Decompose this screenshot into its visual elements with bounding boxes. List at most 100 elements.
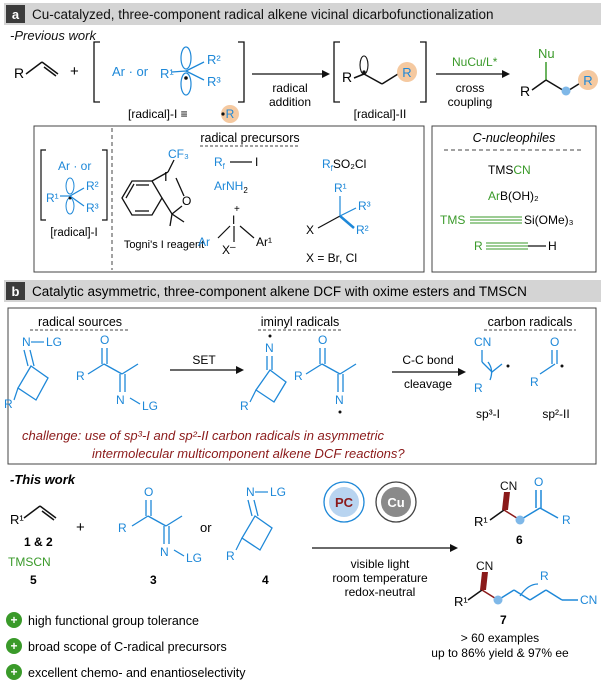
cleavage-bottom: cleavage <box>404 377 452 391</box>
nucleophiles-box <box>431 125 597 273</box>
togni-structure <box>121 159 185 227</box>
p6-dot <box>515 515 525 525</box>
iodonium-x: X <box>222 243 230 257</box>
iodonium-ar1: Ar¹ <box>256 235 272 249</box>
challenge-line1: challenge: use of sp³-I and sp²-II carbo… <box>22 428 384 443</box>
p6-r1: R¹ <box>474 514 488 529</box>
p7-ring-arc <box>519 583 539 597</box>
section-b-title: Catalytic asymmetric, three-component al… <box>32 284 527 299</box>
precursors-title: radical precursors <box>200 131 299 145</box>
feature-3: excellent chemo- and enantioselectivity <box>28 666 246 680</box>
src2-o: O <box>100 333 109 347</box>
c4-r-bond <box>235 537 243 551</box>
iodonium-ar: Ar <box>198 235 210 249</box>
togni-i: I <box>164 169 168 184</box>
nucu-label: NuCu/L* <box>452 55 498 69</box>
imin2-dot <box>338 410 342 414</box>
alkene-bonds <box>25 61 59 77</box>
p7-r: R <box>540 569 549 583</box>
tw-cmpd-12: 1 & 2 <box>24 535 53 549</box>
imin1-r: R <box>240 399 249 413</box>
product-r-highlight <box>578 70 598 90</box>
cleavage-arrow-head <box>458 368 466 376</box>
nuc-tmscn: TMSCN <box>488 163 531 177</box>
feature-bullet-1-sign: + <box>10 613 17 627</box>
box-radical-bonds <box>60 187 85 207</box>
c3-n: N <box>160 545 169 559</box>
section-b-header <box>4 280 601 302</box>
section-b-badge <box>6 282 25 300</box>
p6-o: O <box>534 475 543 489</box>
cond-redox: redox-neutral <box>345 585 416 599</box>
radical-r3: R³ <box>207 74 221 89</box>
arnh2: ArNH2 <box>214 179 248 195</box>
radical-ii-r-highlight <box>397 62 417 82</box>
alkyl-r2: R² <box>356 223 369 237</box>
pc-label: PC <box>335 495 354 510</box>
section-b-letter: b <box>12 284 20 299</box>
rfso2cl: RfSO₂Cl <box>322 157 366 173</box>
examples-count: > 60 examples <box>461 631 539 645</box>
p6-r: R <box>562 513 571 527</box>
previous-work-label: -Previous work <box>10 28 97 43</box>
radical-dot <box>221 112 225 116</box>
tw-cmpd-4: 4 <box>262 573 269 587</box>
nuc-h: H <box>548 239 557 253</box>
cu-cycle <box>375 481 417 523</box>
imin1-n: N <box>265 341 274 355</box>
imin1-r-bond <box>249 389 257 403</box>
alkyl-r1: R¹ <box>334 181 347 195</box>
tw-or: or <box>200 520 212 535</box>
tw-cmpd-6: 6 <box>516 533 523 547</box>
togni-label: Togni's I reagent <box>124 239 204 251</box>
c3-r: R <box>118 521 127 535</box>
pc-circle <box>329 487 359 517</box>
c4-n: N <box>246 485 255 499</box>
p7-dot <box>493 595 503 605</box>
section-a-header <box>4 3 601 25</box>
togni-o: O <box>182 194 191 208</box>
main-arrow-head <box>450 544 458 552</box>
radical-ii-lobe <box>359 55 369 75</box>
p7-cn-end: CN <box>580 593 597 607</box>
c4-r: R <box>226 549 235 563</box>
product-bonds <box>531 62 583 93</box>
cr2-bonds <box>539 350 558 375</box>
nuc-tms-alkyne <box>470 216 522 224</box>
radical-r-label: R <box>226 107 235 121</box>
imin2-bonds <box>305 348 357 392</box>
src1-r-bond <box>13 387 19 401</box>
src1-lg: LG <box>46 335 62 349</box>
step2-top: cross <box>456 81 485 95</box>
feature-bullet-3-sign: + <box>10 665 17 679</box>
rf-i-iodine: I <box>255 155 258 169</box>
tw-alkene <box>23 505 57 521</box>
cr1-label: sp³-I <box>476 407 500 421</box>
tw-r1: R¹ <box>10 512 24 527</box>
src2-bonds <box>87 348 141 405</box>
cu-label: Cu <box>387 495 404 510</box>
p6-cn: CN <box>500 479 517 493</box>
set-arrow-head <box>236 366 244 374</box>
imin2-r: R <box>294 369 303 383</box>
rf-i: Rf <box>214 155 226 171</box>
step2-bottom: coupling <box>448 95 493 109</box>
radical-ii-label: [radical]-II <box>354 107 407 121</box>
radical-lobe-top <box>180 46 192 96</box>
feature-bullet-2-sign: + <box>10 639 17 653</box>
radical-bracket <box>93 41 245 103</box>
src2-r: R <box>76 369 85 383</box>
pc-cycle <box>323 481 365 523</box>
section-a-badge <box>6 5 25 23</box>
radical-ii-bracket <box>333 41 427 103</box>
feature-1: high functional group tolerance <box>28 614 199 628</box>
iminyl-title: iminyl radicals <box>261 315 340 329</box>
product-blue-dot <box>561 86 571 96</box>
feature-bullet-1 <box>6 612 22 628</box>
tw-cmpd-5: 5 <box>30 573 37 587</box>
c4-ring <box>241 499 273 551</box>
mechanism-box <box>7 307 597 465</box>
nuc-si: Si(OMe)₃ <box>524 213 574 227</box>
radical-r-highlight <box>221 105 239 123</box>
cond-temp: room temperature <box>332 571 428 585</box>
